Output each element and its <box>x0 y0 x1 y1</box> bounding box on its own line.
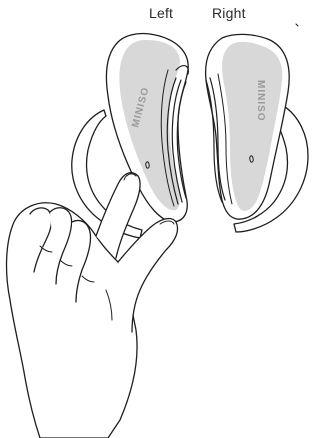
right-earbud: MINISO <box>206 24 308 232</box>
right-brand: MINISO <box>255 80 266 122</box>
